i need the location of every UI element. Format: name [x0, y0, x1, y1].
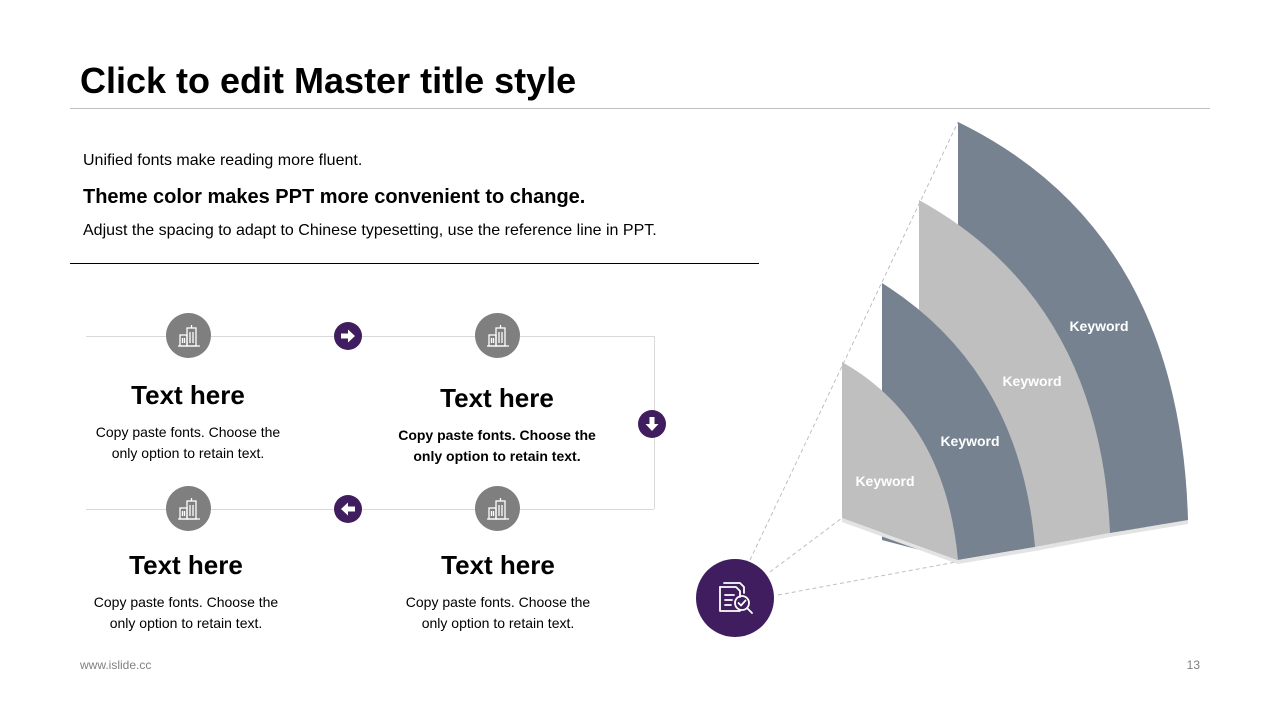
sail-label: Keyword: [940, 433, 999, 449]
process-item-desc: Copy paste fonts. Choose the only option…: [405, 594, 591, 631]
building-icon: [475, 486, 520, 531]
title-divider: [70, 108, 1210, 109]
connector-bottom: [86, 509, 654, 510]
process-item-desc: Copy paste fonts. Choose the only option…: [398, 427, 596, 464]
slide-title: Click to edit Master title style: [80, 60, 577, 101]
intro-line-2: Theme color makes PPT more convenient to…: [83, 186, 586, 208]
guide-line: [769, 517, 843, 573]
sail-label: Keyword: [855, 473, 914, 489]
sail-label: Keyword: [1069, 318, 1128, 334]
page-number: 13: [1186, 658, 1200, 672]
process-item-title: Text here: [440, 383, 554, 413]
sail-1: [842, 362, 958, 564]
intro-line-3: Adjust the spacing to adapt to Chinese t…: [83, 222, 657, 239]
process-item-title: Text here: [441, 550, 555, 580]
footer-url: www.islide.cc: [80, 658, 152, 672]
intro-divider: [70, 263, 759, 264]
building-icon: [475, 313, 520, 358]
building-icon: [166, 313, 211, 358]
arrow-down-icon: [638, 410, 666, 438]
document-search-icon: [696, 559, 774, 637]
process-item-desc: Copy paste fonts. Choose the only option…: [93, 594, 279, 631]
process-item-title: Text here: [131, 380, 245, 410]
intro-line-1: Unified fonts make reading more fluent.: [83, 152, 363, 169]
sail-label: Keyword: [1002, 373, 1061, 389]
arrow-right-icon: [334, 322, 362, 350]
building-icon: [166, 486, 211, 531]
arrow-left-icon: [334, 495, 362, 523]
process-item-desc: Copy paste fonts. Choose the only option…: [95, 424, 281, 461]
process-item-title: Text here: [129, 550, 243, 580]
connector-top: [86, 336, 654, 337]
guide-line: [749, 121, 959, 561]
